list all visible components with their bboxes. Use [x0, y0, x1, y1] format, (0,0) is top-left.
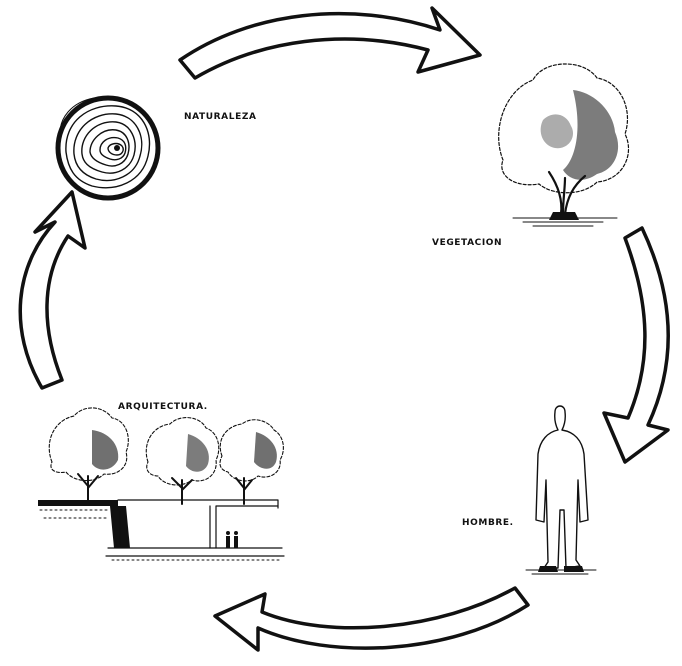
- landscape-section-icon: [38, 408, 284, 560]
- arrow-vegetacion-to-hombre: [604, 228, 668, 462]
- arrow-hombre-to-arquitectura: [215, 588, 528, 650]
- section-tree-2-icon: [146, 418, 219, 504]
- tree-icon: [499, 64, 629, 226]
- section-ground: [38, 500, 284, 560]
- label-hombre: HOMBRE.: [462, 518, 514, 528]
- arrow-naturaleza-to-vegetacion: [180, 8, 480, 78]
- person-icon: [526, 406, 596, 574]
- label-naturaleza: NATURALEZA: [184, 112, 257, 122]
- section-tree-3-icon: [220, 420, 283, 504]
- label-vegetacion: VEGETACION: [432, 238, 502, 248]
- label-arquitectura: ARQUITECTURA.: [118, 402, 208, 412]
- arrow-arquitectura-to-naturaleza: [20, 192, 85, 388]
- section-tree-1-icon: [49, 408, 128, 502]
- tree-ring-icon: [58, 98, 158, 198]
